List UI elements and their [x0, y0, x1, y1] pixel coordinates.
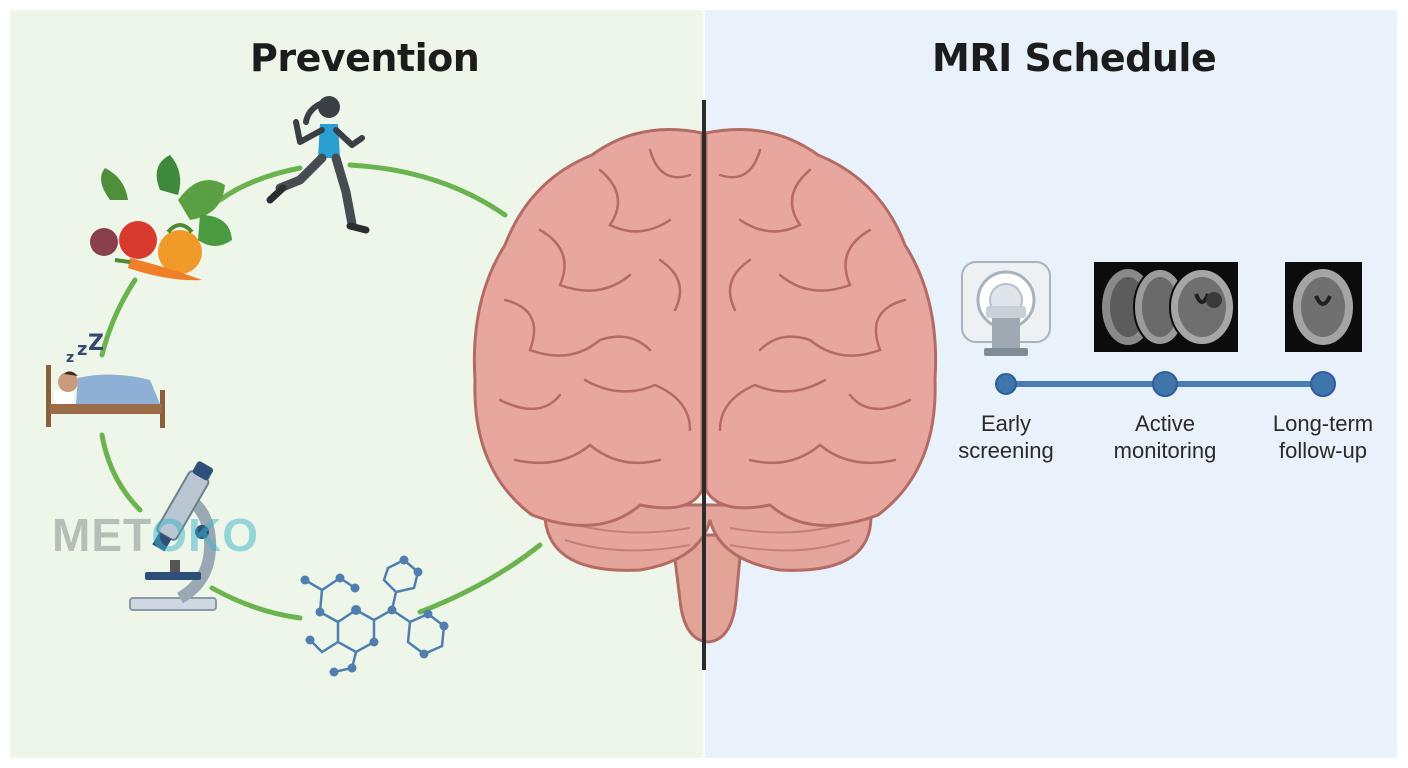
- label-line-1: Active: [1135, 411, 1195, 436]
- timeline-label-early-screening: Early screening: [921, 410, 1091, 464]
- cycle-arc-left-upper: [99, 277, 138, 358]
- cycle-arc-bottom-right: [417, 542, 543, 615]
- watermark-part-2: OKO: [151, 509, 260, 561]
- timeline-node-active: [1152, 371, 1178, 397]
- prevention-title: Prevention: [250, 36, 480, 80]
- mri-timeline: [995, 371, 1336, 397]
- sleep-icon: z z Z: [46, 331, 165, 428]
- microscope-icon: [129, 461, 217, 611]
- timeline-label-long-term-follow-up: Long-term follow-up: [1238, 410, 1408, 464]
- cycle-arc-top: [217, 165, 303, 203]
- brain-gyri: [498, 148, 912, 465]
- cycle-arc-left-lower: [99, 432, 143, 513]
- vegetables-icon: [90, 155, 232, 281]
- watermark-part-1: MET: [52, 509, 152, 561]
- watermark: METOKO: [52, 508, 259, 562]
- brain-left-hemisphere: [472, 127, 704, 527]
- brain-illustration: [472, 127, 938, 644]
- prevention-cycle: [99, 162, 543, 621]
- svg-text:z: z: [66, 350, 74, 366]
- cycle-arc-top-right: [347, 162, 508, 218]
- svg-text:Z: Z: [88, 331, 104, 356]
- mri-schedule-title: MRI Schedule: [932, 36, 1217, 80]
- label-line-2: follow-up: [1278, 438, 1368, 463]
- label-line-1: Early: [980, 411, 1032, 436]
- timeline-label-active-monitoring: Active monitoring: [1080, 410, 1250, 464]
- runner-icon: [266, 96, 370, 234]
- cycle-arc-bottom: [209, 585, 303, 621]
- timeline-node-early: [995, 373, 1017, 395]
- brain-stem: [670, 533, 744, 644]
- brain-right-hemisphere: [704, 128, 938, 527]
- timeline-node-followup: [1310, 371, 1336, 397]
- label-line-1: Long-term: [1272, 411, 1374, 436]
- cerebellum: [543, 503, 873, 572]
- svg-text:z: z: [77, 339, 87, 360]
- label-line-2: screening: [958, 438, 1054, 463]
- mri-scanner-icon: [961, 261, 1051, 356]
- label-line-2: monitoring: [1113, 438, 1217, 463]
- mri-scan-image-followup: [1285, 262, 1362, 352]
- mri-scan-images-active: [1094, 262, 1238, 352]
- molecule-icon: [300, 555, 449, 677]
